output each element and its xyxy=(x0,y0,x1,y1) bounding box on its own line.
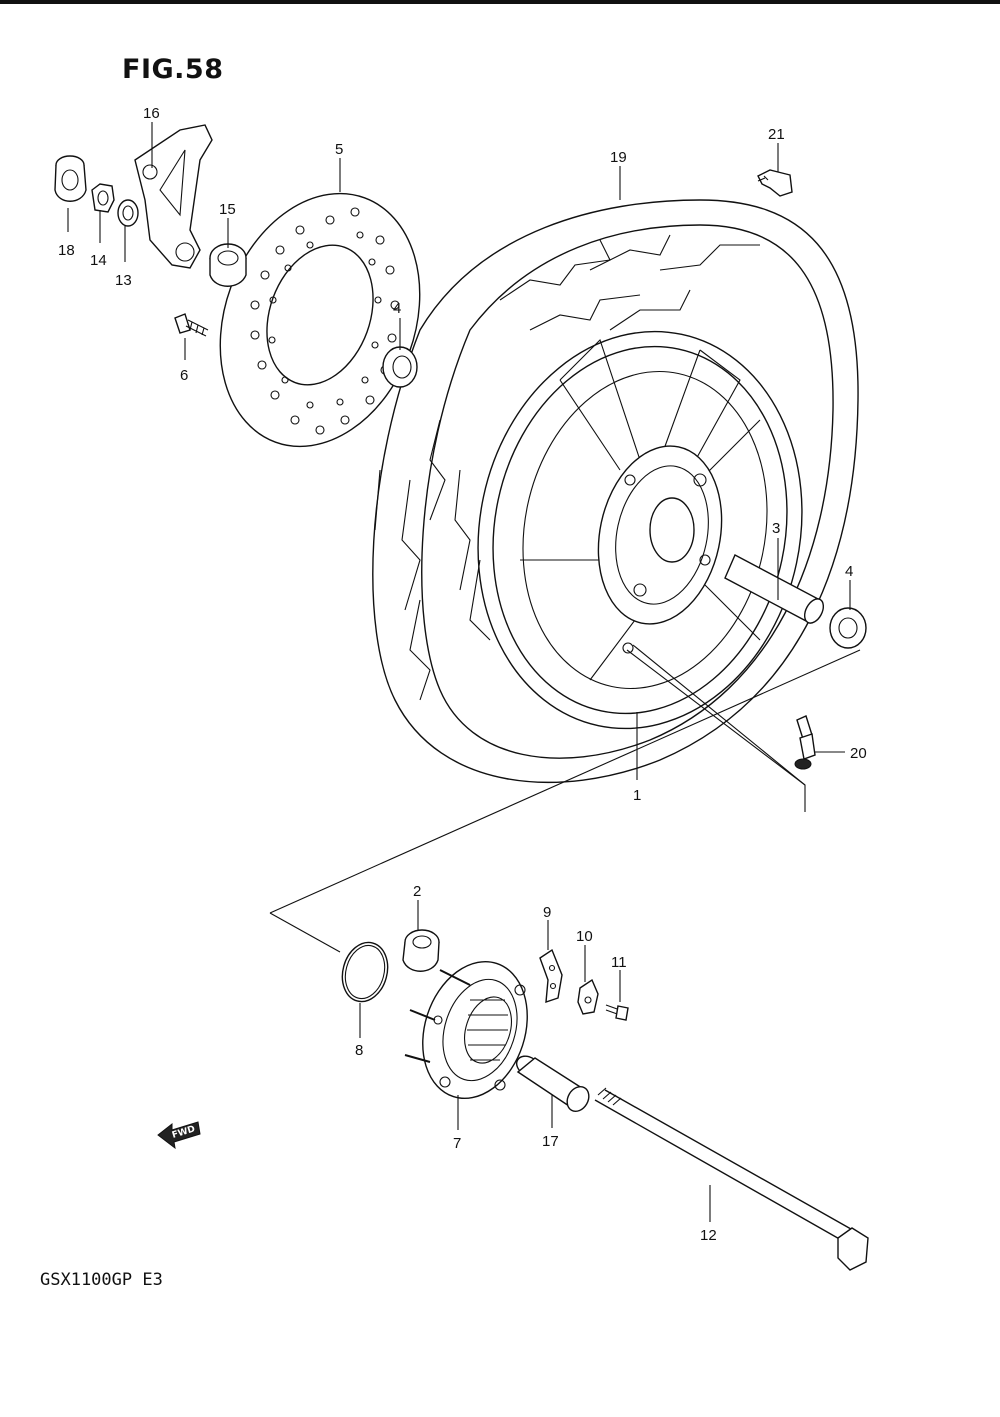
axle-spacer-drawing xyxy=(724,554,867,649)
nut-14-drawing xyxy=(91,183,115,213)
bushing-15-drawing xyxy=(209,243,247,287)
bearing-2-drawing xyxy=(402,929,440,972)
callout-13: 13 xyxy=(115,272,132,289)
axle-12-drawing xyxy=(594,1087,869,1271)
callout-14: 14 xyxy=(90,252,107,269)
callout-19: 19 xyxy=(610,149,627,166)
collar-18-drawing xyxy=(54,155,87,202)
callout-12: 12 xyxy=(700,1227,717,1244)
callout-17: 17 xyxy=(542,1133,559,1150)
callout-4-left: 4 xyxy=(393,300,401,317)
callout-20: 20 xyxy=(850,745,867,762)
retainer-9-drawing xyxy=(539,948,563,1004)
drive-flange-7-drawing xyxy=(404,960,528,1100)
callout-15: 15 xyxy=(219,201,236,218)
callout-4-right: 4 xyxy=(845,563,853,580)
figure-title: FIG.58 xyxy=(122,54,224,85)
callout-8: 8 xyxy=(355,1042,363,1059)
callout-3: 3 xyxy=(772,520,780,537)
lock-plate-10-drawing xyxy=(577,978,599,1015)
callout-6: 6 xyxy=(180,367,188,384)
wheel-rim-drawing xyxy=(477,330,803,730)
tire-valve-20-drawing xyxy=(794,715,816,770)
o-ring-8-drawing xyxy=(341,941,389,1003)
left-bearing-drawing xyxy=(382,346,418,388)
bolt-11-drawing xyxy=(605,1004,629,1021)
callout-7: 7 xyxy=(453,1135,461,1152)
spacer-17-drawing xyxy=(515,1055,590,1113)
callout-1: 1 xyxy=(633,787,641,804)
leader-lines xyxy=(67,122,861,1222)
callout-21: 21 xyxy=(768,126,785,143)
caliper-bracket-drawing xyxy=(134,124,213,269)
callout-9: 9 xyxy=(543,904,551,921)
callout-5: 5 xyxy=(335,141,343,158)
balance-weight-21-drawing xyxy=(757,169,793,197)
callout-16: 16 xyxy=(143,105,160,122)
callout-10: 10 xyxy=(576,928,593,945)
forward-arrow-icon: FWD xyxy=(157,1121,201,1150)
callout-11: 11 xyxy=(611,954,627,971)
top-border-rule xyxy=(0,0,1000,4)
washer-13-drawing xyxy=(117,199,139,227)
callout-2: 2 xyxy=(413,883,421,900)
disc-bolt-drawing xyxy=(174,313,209,337)
model-code: GSX1100GP E3 xyxy=(40,1270,163,1290)
tire-drawing xyxy=(372,199,859,784)
callout-labels: 16 5 15 4 6 18 14 13 19 21 3 4 20 1 2 9 … xyxy=(58,105,867,1244)
callout-18: 18 xyxy=(58,242,75,259)
